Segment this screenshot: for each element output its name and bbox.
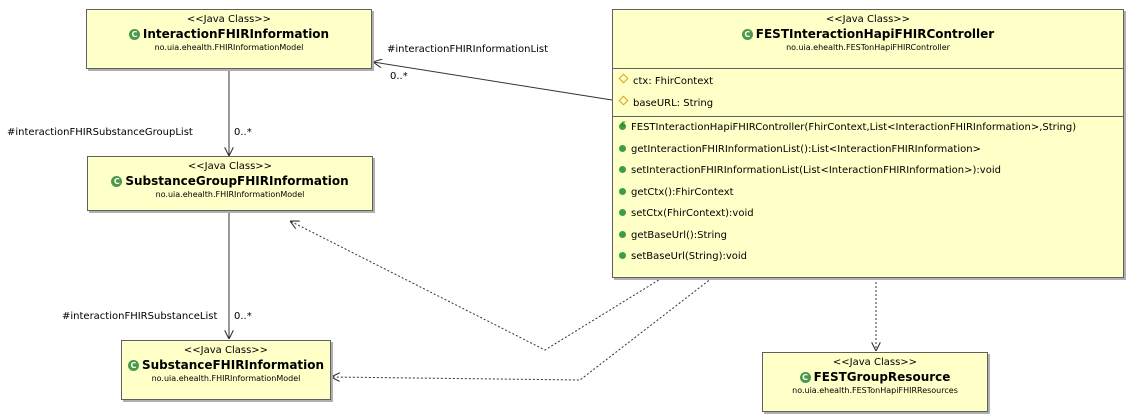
method-row[interactable]: getInteractionFHIRInformationList():List… bbox=[613, 139, 1123, 161]
group-list-multiplicity: 0..* bbox=[234, 127, 252, 138]
stereotype-label: <<Java Class>> bbox=[832, 357, 918, 368]
stereotype-label: <<Java Class>> bbox=[825, 14, 911, 25]
class-name: FESTInteractionHapiFHIRController bbox=[755, 27, 995, 41]
package-name: no.uia.ehealth.FESTonHapiFHIRResources bbox=[792, 386, 958, 395]
public-method-dot-icon bbox=[619, 166, 626, 173]
method-row[interactable]: setCtx(FhirContext):void bbox=[613, 203, 1123, 225]
package-name: no.uia.ehealth.FHIRInformationModel bbox=[155, 190, 305, 199]
method-row[interactable]: setBaseUrl(String):void bbox=[613, 246, 1123, 268]
protected-diamond-icon bbox=[618, 95, 629, 105]
attribute-row[interactable]: baseURL: String bbox=[613, 93, 1123, 115]
dependency-controller-substance bbox=[331, 277, 713, 380]
dependency-controller-substancegroup bbox=[290, 221, 663, 351]
protected-diamond-icon bbox=[618, 73, 629, 84]
interaction-list-multiplicity: 0..* bbox=[390, 71, 408, 82]
package-name: no.uia.ehealth.FHIRInformationModel bbox=[151, 374, 301, 383]
method-row[interactable]: setInteractionFHIRInformationList(List<I… bbox=[613, 160, 1123, 182]
method-text: setInteractionFHIRInformationList(List<I… bbox=[631, 165, 1001, 176]
method-row[interactable]: getBaseUrl():String bbox=[613, 225, 1123, 247]
methods-section: c FESTInteractionHapiFHIRController(FhirC… bbox=[613, 116, 1123, 270]
stereotype-label: <<Java Class>> bbox=[187, 161, 273, 172]
attributes-section: ctx: FhirContext baseURL: String bbox=[613, 68, 1123, 116]
constructor-icon bbox=[619, 123, 626, 130]
substance-list-role-label: #interactionFHIRSubstanceList bbox=[62, 311, 218, 322]
method-text: setCtx(FhirContext):void bbox=[631, 208, 754, 219]
constructor-text: FESTInteractionHapiFHIRController(FhirCo… bbox=[631, 122, 1077, 133]
method-text: getCtx():FhirContext bbox=[631, 186, 734, 198]
assoc-controller-interaction bbox=[373, 62, 613, 101]
method-text: getBaseUrl():String bbox=[631, 229, 727, 241]
method-text: setBaseUrl(String):void bbox=[631, 251, 748, 262]
method-text: getInteractionFHIRInformationList():List… bbox=[631, 143, 981, 155]
class-name: SubstanceFHIRInformation bbox=[141, 358, 325, 372]
stereotype-label: <<Java Class>> bbox=[186, 14, 272, 25]
method-row[interactable]: getCtx():FhirContext bbox=[613, 182, 1123, 204]
class-c-icon: C bbox=[127, 360, 139, 371]
public-method-dot-icon bbox=[619, 252, 626, 259]
class-c-icon: C bbox=[741, 29, 753, 40]
stereotype-label: <<Java Class>> bbox=[183, 345, 269, 356]
attribute-row[interactable]: ctx: FhirContext bbox=[613, 71, 1123, 93]
class-name: SubstanceGroupFHIRInformation bbox=[125, 174, 349, 188]
substance-list-multiplicity: 0..* bbox=[234, 311, 252, 322]
constructor-row[interactable]: c FESTInteractionHapiFHIRController(FhirC… bbox=[613, 117, 1123, 139]
interaction-list-role-label: #interactionFHIRInformationList bbox=[387, 44, 548, 55]
package-name: no.uia.ehealth.FESTonHapiFHIRController bbox=[786, 43, 950, 52]
attribute-text: baseURL: String bbox=[633, 97, 714, 109]
public-method-dot-icon bbox=[619, 230, 626, 238]
public-method-dot-icon bbox=[619, 144, 626, 152]
class-name: FESTGroupResource bbox=[813, 370, 951, 384]
attribute-text: ctx: FhirContext bbox=[633, 76, 714, 87]
group-list-role-label: #interactionFHIRSubstanceGroupList bbox=[7, 127, 193, 138]
constructor-c-mark: c bbox=[621, 119, 626, 128]
public-method-dot-icon bbox=[619, 187, 626, 195]
package-name: no.uia.ehealth.FHIRInformationModel bbox=[154, 43, 304, 52]
class-c-icon: C bbox=[799, 372, 811, 383]
public-method-dot-icon bbox=[619, 209, 626, 216]
class-c-icon: C bbox=[111, 176, 123, 187]
class-name: InteractionFHIRInformation bbox=[142, 27, 330, 41]
class-c-icon: C bbox=[128, 29, 140, 40]
